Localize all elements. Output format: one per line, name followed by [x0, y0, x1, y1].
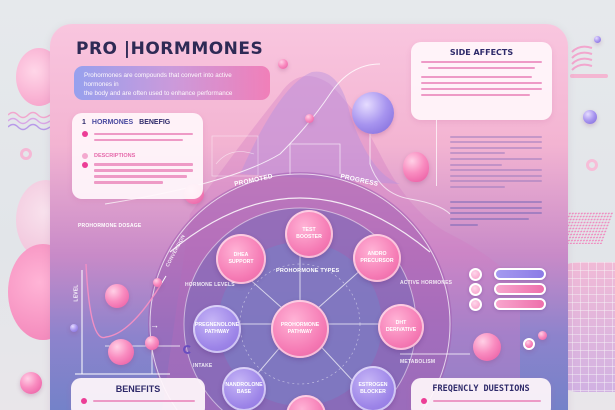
benefits-title: BENEFITS	[115, 384, 161, 394]
card-title-b: BENEFIG	[139, 119, 171, 126]
intro-line-1: Prohormones are compounds that convert i…	[84, 72, 232, 88]
bullet-icon	[82, 161, 88, 168]
decor-drop	[403, 152, 429, 182]
chart-ball-1	[105, 284, 129, 308]
side-effects-title: SIDE AFFECTS	[449, 48, 514, 57]
chart-marker	[153, 278, 162, 287]
list-bar-2	[494, 283, 546, 295]
ring-icon-right	[586, 159, 598, 171]
faq-card: FREQENCLY DUESTIONS	[411, 378, 551, 410]
bullet-icon	[82, 131, 88, 137]
decor-ball-path	[305, 114, 314, 123]
wave-icon	[7, 110, 51, 136]
ring-icon	[20, 148, 32, 160]
decor-ball-faq-small	[523, 338, 535, 350]
chart-y-label: LEVEL	[73, 284, 80, 302]
decor-ball-right-small	[594, 36, 601, 43]
decor-arc-stack-icon	[570, 44, 608, 80]
chart-dot	[70, 324, 78, 332]
center-node-line2: PATHWAY	[287, 329, 313, 335]
card-number: 1	[82, 119, 86, 126]
arrow-right-icon: →	[150, 320, 159, 330]
center-node-line1: PROHORMONE	[280, 322, 320, 328]
note-active-hormones: ACTIVE HORMONES	[400, 280, 453, 286]
list-bar-3	[494, 298, 546, 310]
benefits-card: BENEFITS	[71, 378, 205, 410]
wheel-node-bottom[interactable]	[286, 395, 326, 410]
card-subheading: DESCRIPTIONS	[94, 152, 136, 159]
decor-ball-violet-large	[352, 92, 394, 134]
bullet-icon	[81, 398, 87, 404]
list-dot-1	[469, 268, 482, 281]
wheel-inner-label: PROHORMONE TYPES	[276, 268, 340, 274]
chart-title: PROHORMONE DOSAGE	[78, 223, 142, 229]
bullet-icon	[421, 398, 427, 404]
callout-pointer	[436, 120, 437, 186]
decor-ball-bottom-left	[20, 372, 42, 394]
decor-ball-faq	[473, 333, 501, 361]
hormones-benefits-card: 1 HORMONES BENEFIG DESCRIPTIONS	[72, 113, 203, 199]
note-metabolism: METABOLISM	[400, 359, 436, 365]
chart-ball-2	[108, 339, 134, 365]
note-intake: INTAKE	[193, 363, 213, 369]
center-node[interactable]: PROHORMONE PATHWAY	[271, 300, 329, 358]
faq-title: FREQENCLY DUESTIONS	[432, 384, 530, 394]
side-effects-detail	[450, 132, 542, 229]
card-title-a: HORMONES	[91, 119, 134, 126]
side-effects-card: SIDE AFFECTS	[411, 42, 552, 120]
page-title: PRO |HORMMONES	[76, 39, 264, 59]
intro-banner: Prohormones are compounds that convert i…	[74, 66, 270, 100]
note-hormone-levels: HORMONE LEVELS	[185, 282, 235, 288]
intro-line-2: the body and are often used to enhance p…	[84, 90, 233, 97]
decor-ball-faq-tiny	[538, 331, 547, 340]
list-dot-3	[469, 298, 482, 311]
chart-heart-marker	[145, 336, 159, 350]
decor-ball-right	[583, 110, 597, 124]
list-dot-2	[469, 283, 482, 296]
spiral-icon	[183, 345, 192, 354]
decor-ball-top	[278, 59, 288, 69]
list-bar-1	[494, 268, 546, 280]
bullet-icon	[82, 152, 88, 159]
